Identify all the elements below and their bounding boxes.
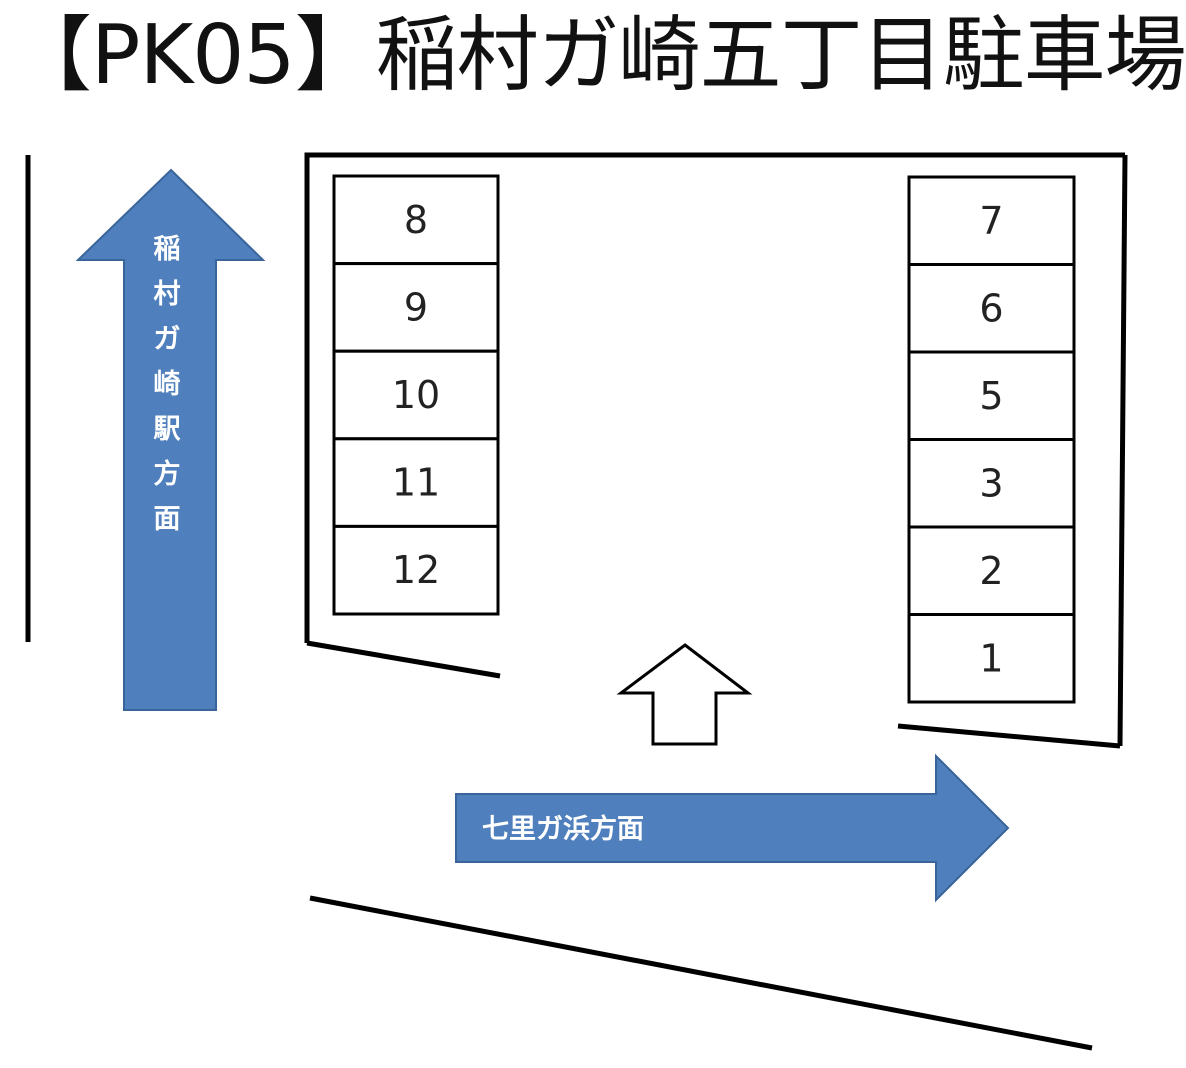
parking-slot	[907, 350, 1076, 441]
parking-slot	[907, 525, 1076, 616]
parking-slot-number: 11	[392, 461, 440, 505]
lot-boundary-right	[1117, 154, 1128, 747]
parking-slot-number: 8	[404, 198, 428, 242]
page-title: 【PK05】稲村ガ崎五丁目駐車場	[10, 8, 1186, 103]
parking-slot-number: 1	[979, 636, 1003, 680]
parking-slot-number: 9	[404, 285, 428, 329]
parking-slot-number: 12	[392, 548, 440, 592]
parking-slot	[907, 438, 1076, 529]
parking-slot-number: 2	[979, 549, 1003, 593]
parking-slot	[907, 263, 1076, 354]
lot-boundary-bottom-left	[306, 640, 501, 679]
parking-slot-number: 3	[979, 461, 1003, 505]
parking-slot-number: 6	[979, 286, 1003, 330]
direction-arrow-north-icon	[75, 168, 266, 711]
parking-slot	[332, 174, 500, 266]
parking-slot	[907, 613, 1076, 704]
slot-column-right: 7 6 5 3 2 1	[907, 175, 1076, 704]
slot-column-left: 8 9 10 11 12	[332, 174, 500, 616]
parking-slot	[332, 524, 500, 616]
road-edge-south	[309, 895, 1093, 1051]
parking-slot	[332, 437, 500, 528]
parking-slot	[332, 349, 500, 441]
parking-slot	[907, 175, 1076, 266]
parking-map: 8 9 10 11 12 7 6 5 3 2 1 稲村ガ崎駅方面 七里ガ浜方面	[25, 152, 1128, 1051]
direction-arrow-east-icon	[455, 753, 1010, 903]
parking-slot-number: 5	[979, 374, 1003, 418]
entrance-arrow-icon	[616, 643, 753, 746]
parking-slot-number: 10	[392, 373, 440, 417]
lot-boundary-left	[304, 152, 1125, 643]
lot-boundary-bottom-right	[897, 723, 1121, 749]
direction-label-north: 稲村ガ崎駅方面	[154, 234, 181, 535]
parking-slot-number: 7	[979, 199, 1003, 243]
direction-label-east: 七里ガ浜方面	[482, 813, 644, 845]
